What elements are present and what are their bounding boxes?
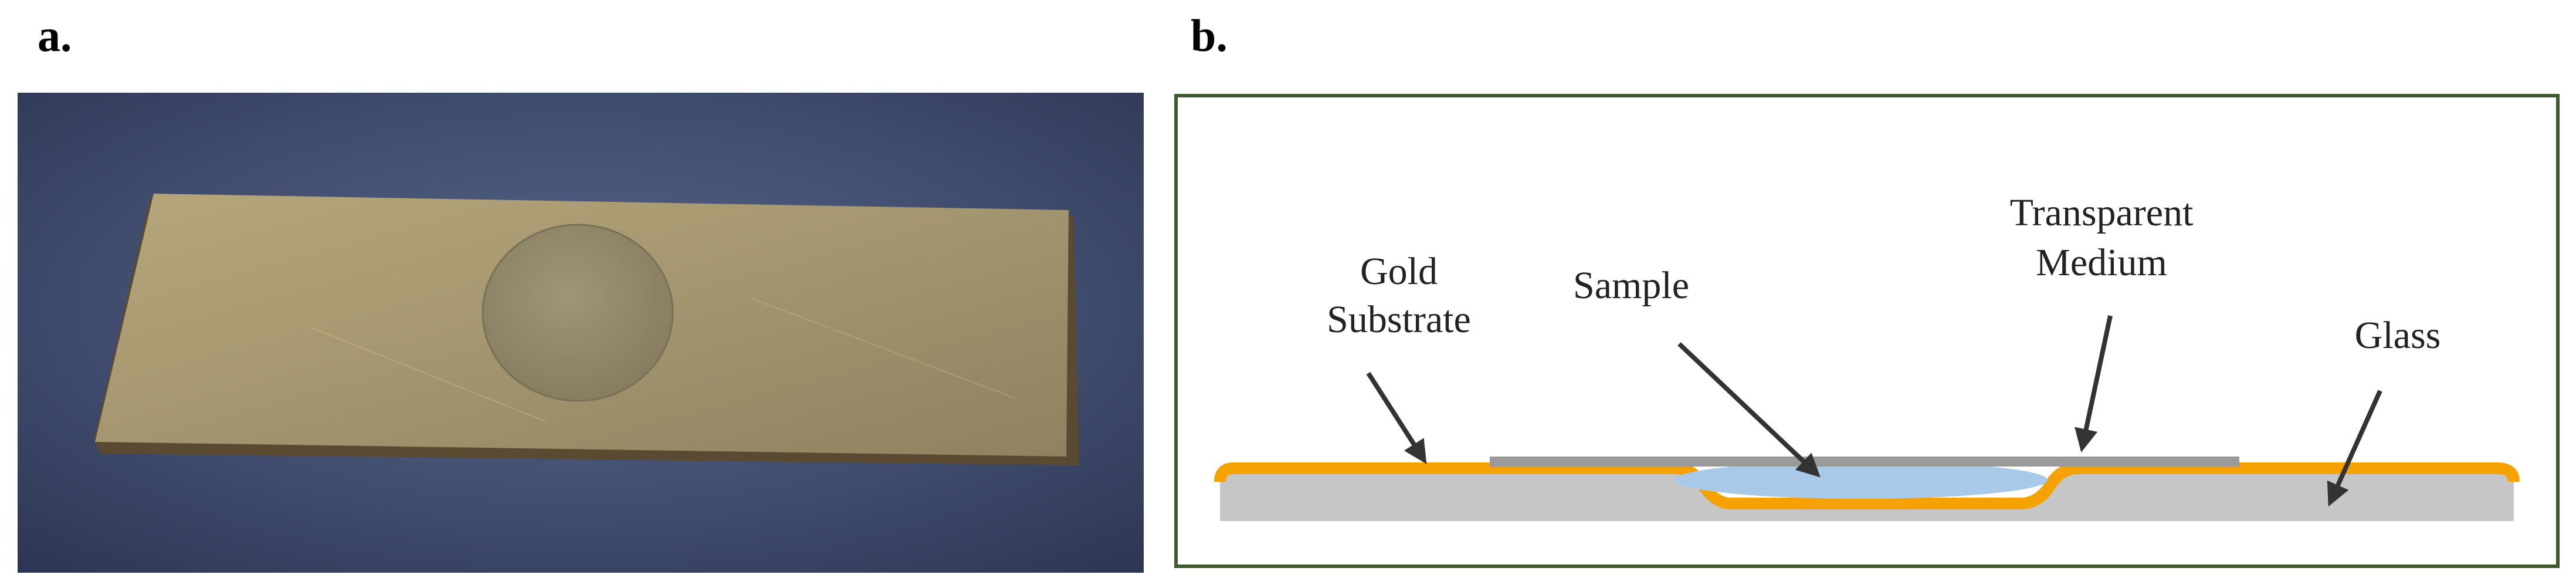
glass-layer [1220,468,2514,521]
panel-a-label: a. [38,10,72,61]
gold-substrate-label-line2: Substrate [1327,298,1471,341]
gold-substrate-label-line1: Gold [1360,250,1438,293]
panel-b-label: b. [1191,10,1228,61]
sample-arrow [1677,342,1821,478]
gold-slide-photo [18,93,1144,573]
scratch [750,298,1015,398]
gold-substrate-arrow [1366,371,1427,464]
transparent-medium-label-line2: Medium [2036,241,2167,284]
glass-arrow [2327,390,2382,507]
transparent-medium-arrow [2075,315,2113,452]
sample-circle [482,224,674,402]
cross-section-diagram: Gold Substrate Sample Transparent Medium… [1214,191,2520,521]
scratch [310,327,546,422]
sample-label: Sample [1573,264,1689,307]
diagram-frame: Gold Substrate Sample Transparent Medium… [1174,94,2560,568]
transparent-medium-label-line1: Transparent [2010,191,2194,234]
gold-layer [1214,462,2520,509]
glass-label: Glass [2355,314,2441,357]
sample-blob [1675,461,2048,499]
transparent-medium-layer [1490,457,2239,467]
